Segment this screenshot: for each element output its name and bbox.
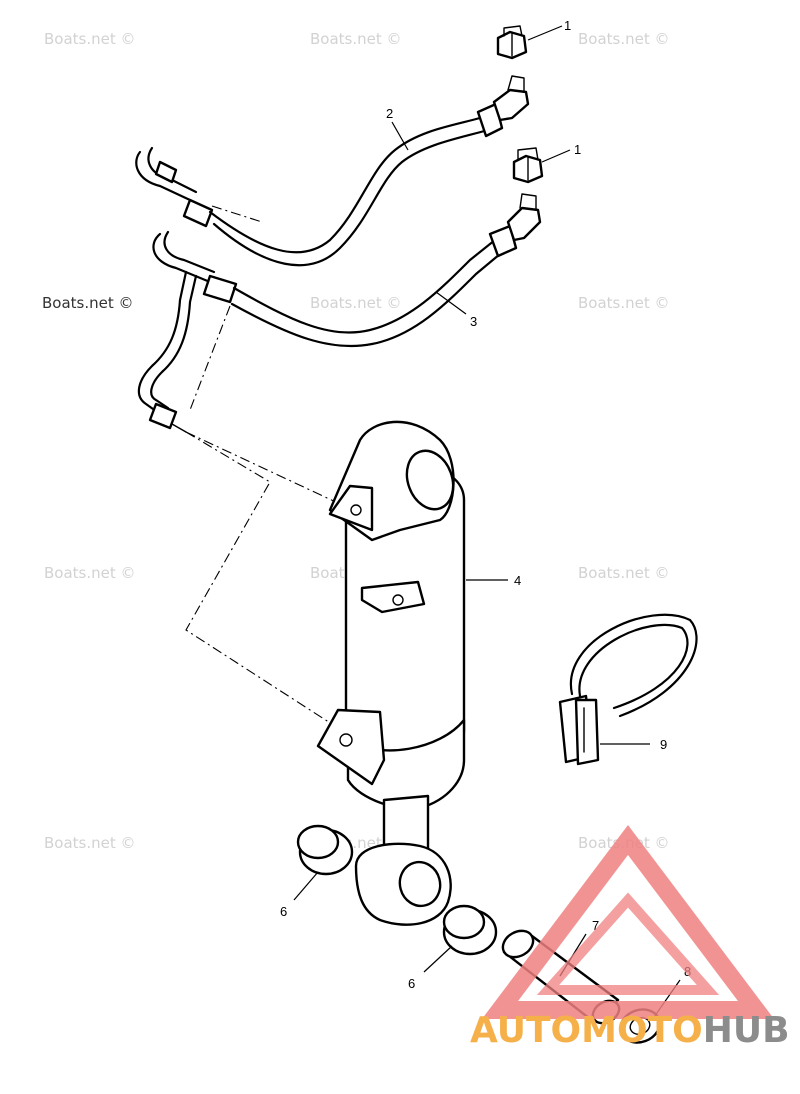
watermark-text: Boats.net © bbox=[578, 564, 670, 582]
callout-2: 2 bbox=[386, 106, 393, 121]
watermark-text: Boats.net © bbox=[578, 294, 670, 312]
watermark-text-primary: Boats.net © bbox=[42, 294, 134, 312]
hydraulic-hose-part-2 bbox=[135, 75, 530, 267]
bushing-part-6-left bbox=[296, 824, 354, 876]
watermark-text: Boats.net © bbox=[44, 30, 136, 48]
callout-9: 9 bbox=[660, 737, 667, 752]
watermark-text: Boats.net © bbox=[310, 30, 402, 48]
hydraulic-hose-part-3 bbox=[137, 193, 542, 433]
hydraulic-cylinder-part-4 bbox=[316, 420, 466, 926]
watermark-text: Boats.net © bbox=[44, 564, 136, 582]
bushing-part-6-right bbox=[442, 904, 498, 956]
callout-1-lower: 1 bbox=[574, 142, 581, 157]
plug-part-1-lower bbox=[512, 147, 544, 184]
callout-6-right: 6 bbox=[408, 976, 415, 991]
callout-1-upper: 1 bbox=[564, 18, 571, 33]
lanyard-clip-part-9 bbox=[558, 613, 698, 766]
watermark-text: Boats.net © bbox=[310, 294, 402, 312]
automotohub-logo: AUTOMOTOHUB bbox=[470, 825, 790, 1051]
callout-3: 3 bbox=[470, 314, 477, 329]
watermark-text: Boats.net © bbox=[44, 834, 136, 852]
logo-text-automoto: AUTOMOTOHUB bbox=[470, 1010, 790, 1051]
plug-part-1-upper bbox=[496, 25, 528, 60]
callout-4: 4 bbox=[514, 573, 521, 588]
callout-6-left: 6 bbox=[280, 904, 287, 919]
routing-guide-lines bbox=[185, 205, 341, 729]
watermark-text: Boats.net © bbox=[578, 30, 670, 48]
callout-7: 7 bbox=[592, 918, 599, 933]
